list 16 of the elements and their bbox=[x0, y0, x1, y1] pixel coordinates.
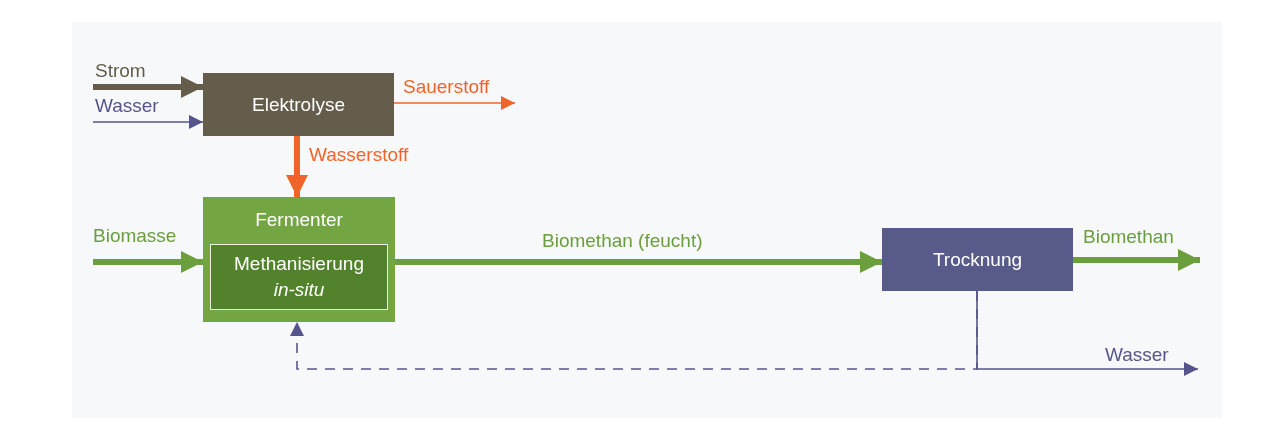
node-label: Elektrolyse bbox=[252, 92, 345, 117]
arrow bbox=[1073, 249, 1200, 271]
arrow bbox=[92, 115, 204, 129]
arrow bbox=[286, 136, 308, 197]
inner-process-box bbox=[210, 244, 388, 310]
process-box bbox=[203, 197, 395, 322]
arrow bbox=[393, 96, 516, 110]
dashed-arrow bbox=[290, 290, 978, 370]
process-box bbox=[882, 228, 1073, 291]
node-label: Methanisierung in-situ bbox=[233, 252, 365, 302]
arrow bbox=[395, 251, 882, 273]
node-label: Fermenter bbox=[255, 208, 343, 232]
node-label: Trocknung bbox=[932, 247, 1023, 272]
process-box bbox=[203, 73, 394, 136]
arrow bbox=[93, 251, 203, 273]
arrow bbox=[93, 76, 203, 98]
